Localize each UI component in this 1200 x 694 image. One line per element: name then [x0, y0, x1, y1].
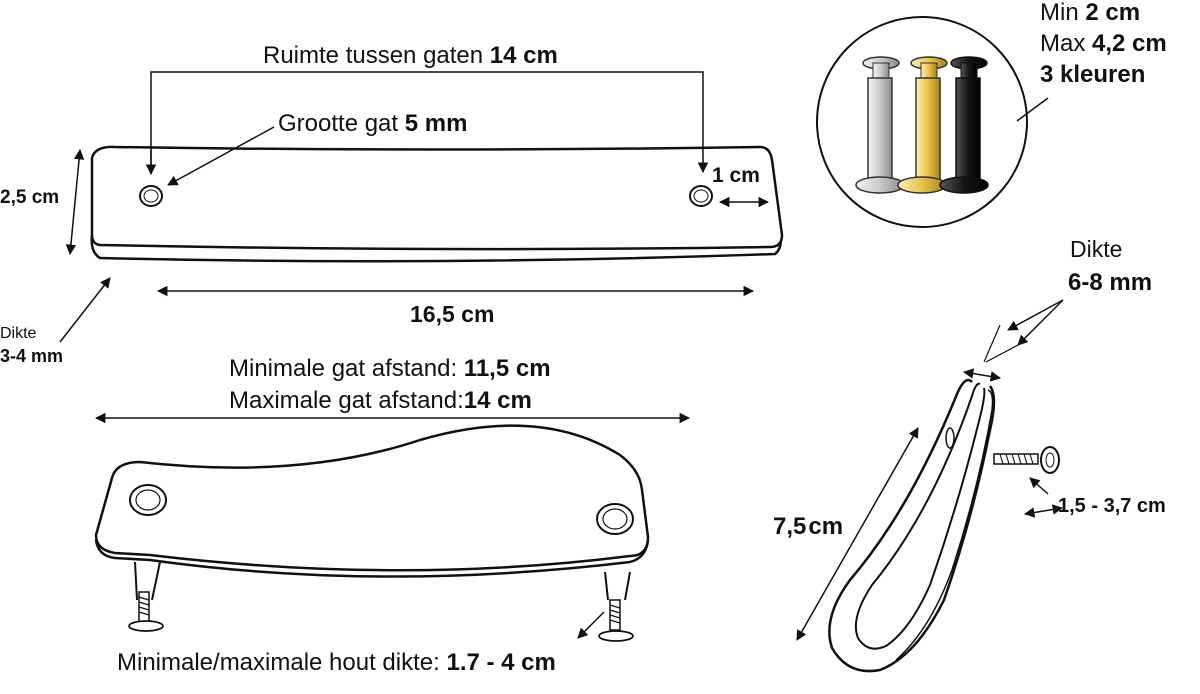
screw-colors-text: 3 kleuren [1040, 61, 1145, 88]
screw-range-pointer-a [1029, 477, 1049, 495]
hole-size-pointer [167, 126, 275, 186]
length-text: 16,5 cm [410, 301, 494, 327]
loop-length-value: 7,5cm [773, 513, 843, 540]
height-text: 2,5 cm [0, 187, 59, 208]
hole-size-text: Grootte gat 5 mm [278, 110, 467, 137]
loop-thickness-guide-b [985, 344, 1019, 363]
screw-min-text: Min 2 cm [1040, 0, 1140, 26]
handle-underside [94, 539, 650, 578]
strap-hole-left-inner [143, 189, 159, 203]
strap-body [90, 145, 784, 251]
screws-pointer [1016, 97, 1049, 122]
strap-hole-right [689, 185, 713, 207]
loop-outer [828, 378, 996, 673]
loop-thickness-pointer-a [1007, 299, 1064, 331]
loop-thickness-value: 6-8 mm [1068, 269, 1152, 296]
handle-hole-left [129, 484, 167, 516]
loop-screw [993, 446, 1060, 474]
loop-hole [945, 427, 955, 449]
hole-spacing-bracket [150, 71, 709, 174]
handle-body [94, 424, 650, 572]
loop-thickness-guide-a [983, 324, 1001, 363]
screw-gold [897, 56, 948, 194]
curved-handle-drawing [94, 424, 650, 642]
strap-hole-left [139, 185, 163, 207]
height-arrow [65, 148, 85, 256]
hole-spacing-text: Ruimte tussen gaten 14 cm [263, 42, 558, 69]
loop-inner [854, 382, 986, 650]
wood-thickness-text: Minimale/maximale hout dikte: 1.7 - 4 cm [117, 649, 556, 676]
loop-length-arrow [796, 427, 919, 641]
min-hole-distance-text: Minimale gat afstand: 11,5 cm [229, 355, 551, 382]
strap-thickness-value: 3-4 mm [0, 346, 63, 366]
loop-drawing [828, 378, 1060, 673]
strap-thickness-label: Dikte [0, 325, 37, 342]
flat-strap-drawing [90, 145, 784, 263]
handle-hole-right [596, 503, 634, 535]
loop-thickness-label: Dikte [1070, 236, 1122, 262]
handle-screw-left [128, 561, 164, 632]
handle-screw-right [598, 571, 634, 642]
screw-black [939, 56, 989, 194]
loop-thickness-arrow [962, 368, 1002, 382]
screw-range-text: 1,5 - 3,7 cm [1058, 495, 1166, 517]
screw-range-arrow [1023, 504, 1064, 518]
screws-illustration [816, 16, 1028, 228]
loop-inner-2 [895, 389, 994, 661]
loop-thickness-pointer-b [1017, 299, 1064, 346]
strap-hole-right-inner [693, 189, 709, 203]
strap-thickness-pointer [59, 277, 111, 343]
strap-underside [90, 231, 783, 263]
edge-distance-text: 1 cm [712, 164, 760, 187]
screw-silver [855, 56, 905, 194]
screw-max-text: Max 4,2 cm [1040, 30, 1167, 57]
wood-thickness-arrow [577, 611, 605, 639]
max-hole-distance-text: Maximale gat afstand:14 cm [229, 387, 532, 414]
